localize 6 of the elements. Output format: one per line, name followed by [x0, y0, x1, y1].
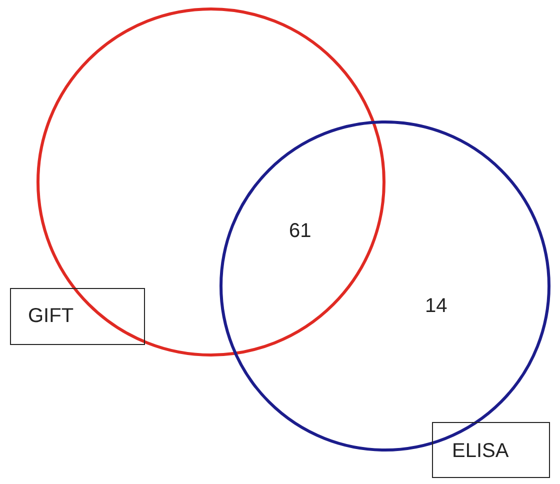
set-name: ELISA: [452, 440, 509, 463]
count-label: 14: [425, 295, 448, 318]
count-label: 61: [289, 220, 312, 243]
set-label-box: [432, 422, 550, 478]
set-label-box: [10, 288, 145, 345]
set-name: GIFT: [28, 305, 74, 328]
